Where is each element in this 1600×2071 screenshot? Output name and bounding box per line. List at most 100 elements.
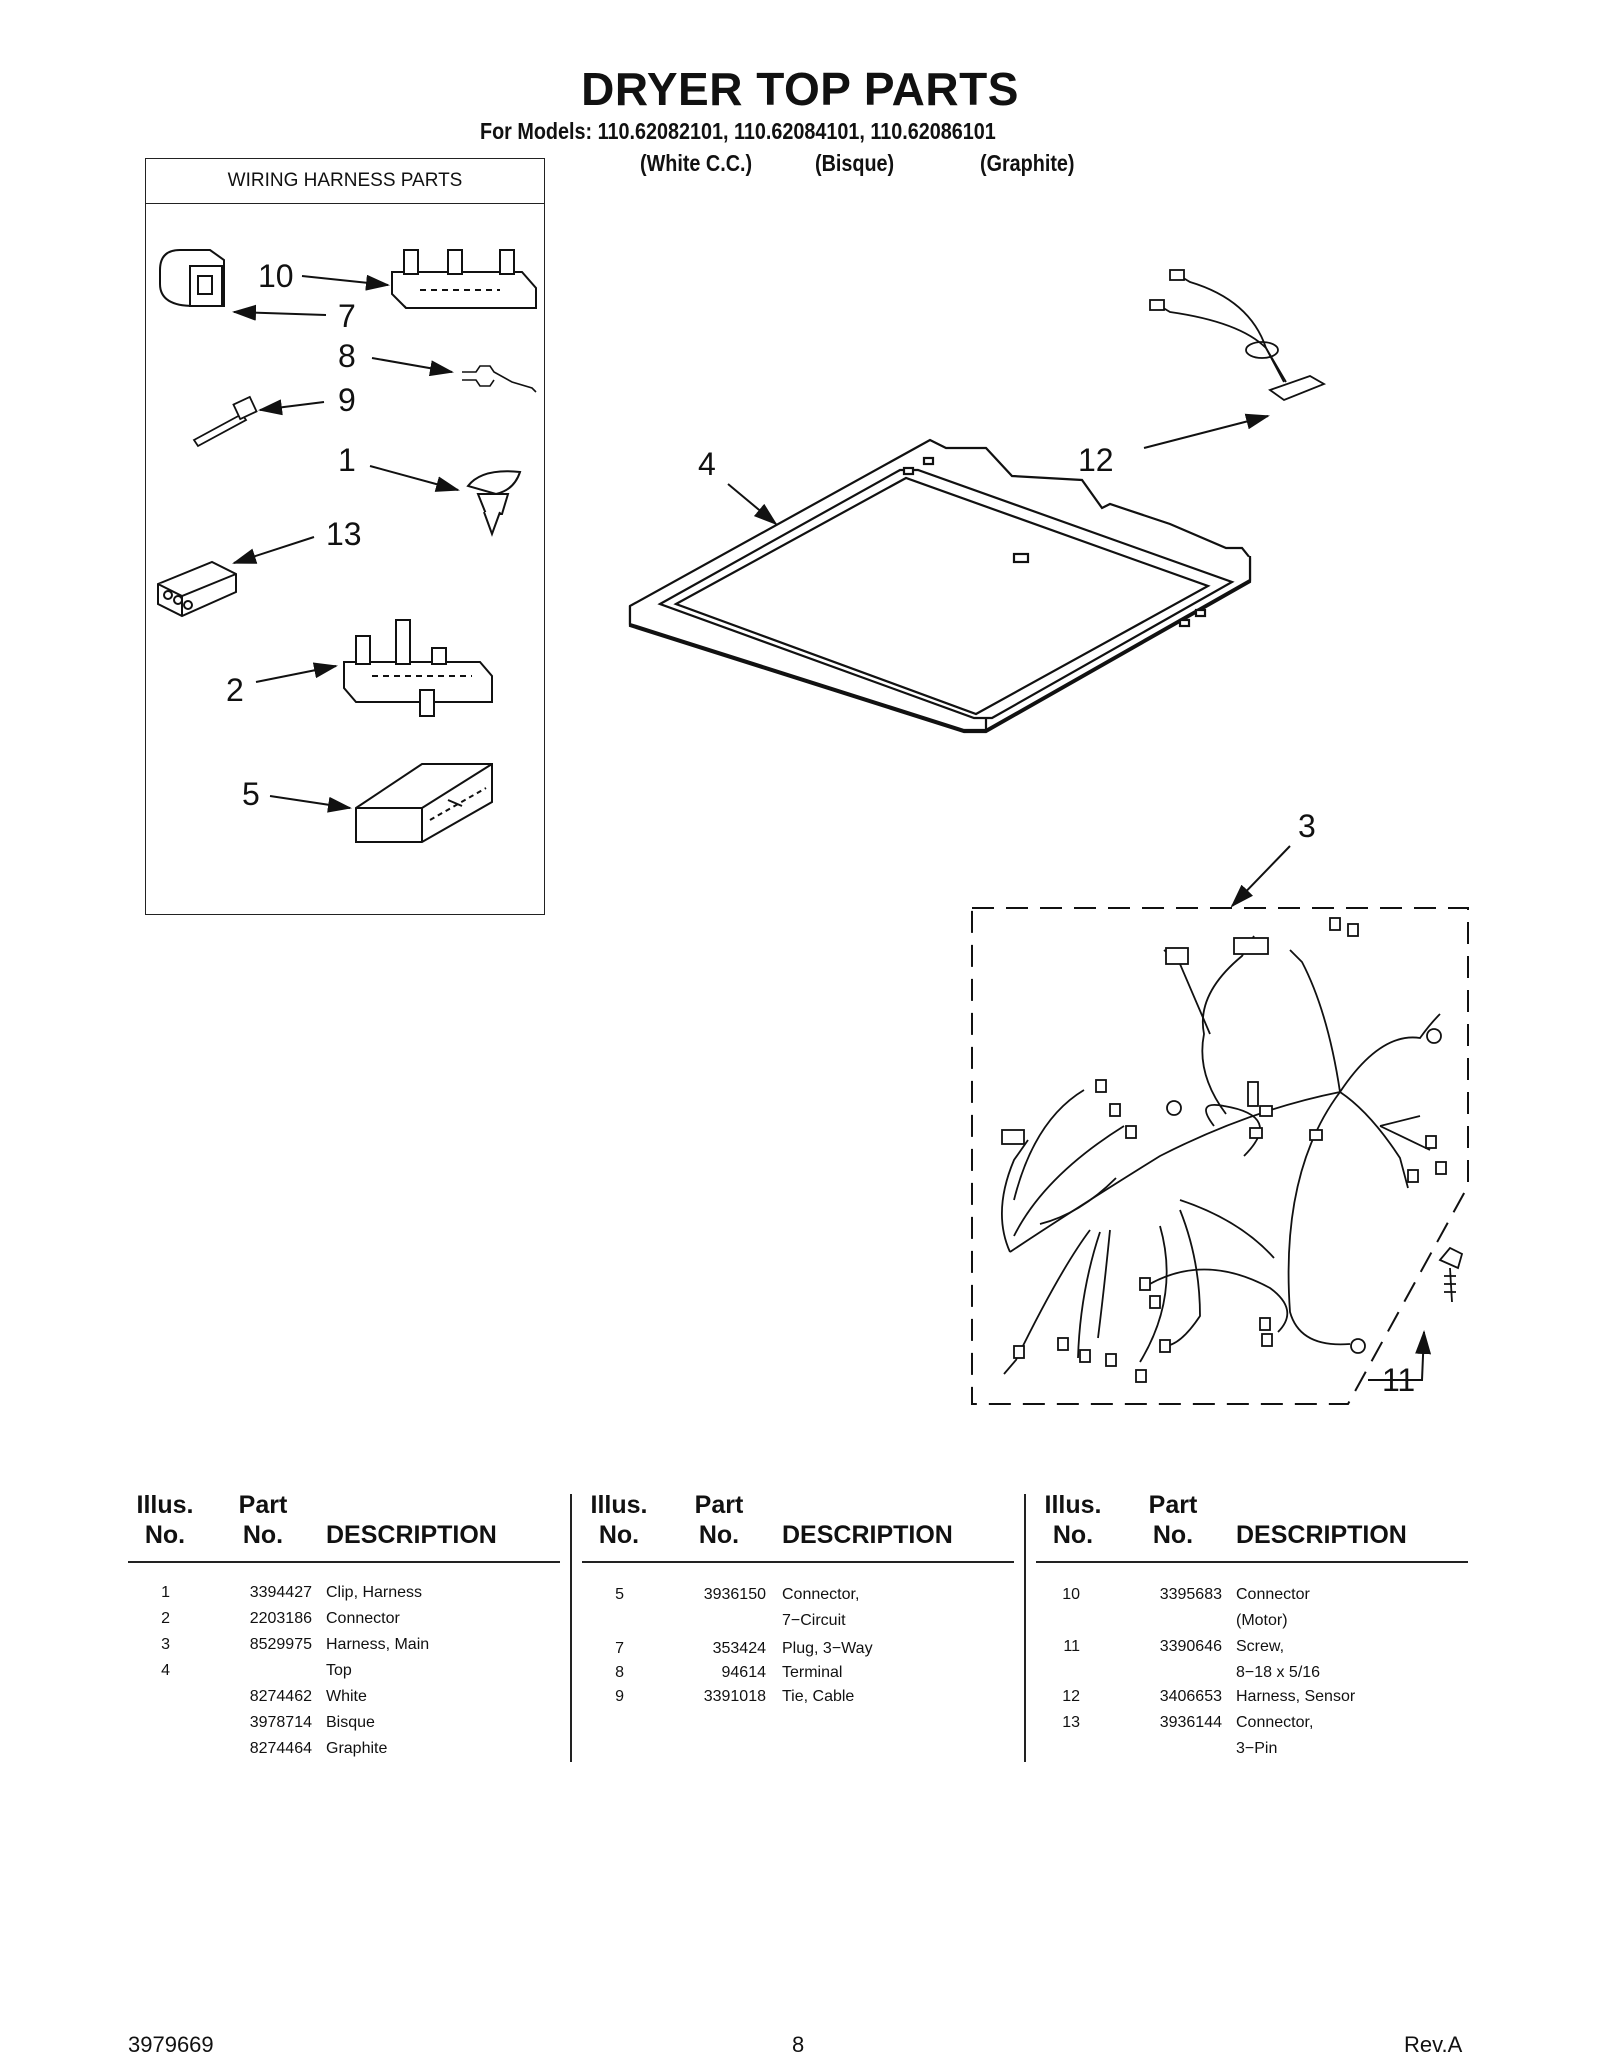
table-cell-desc: Terminal [782,1664,843,1681]
table-cell-desc: Clip, Harness [326,1584,423,1601]
clip-harness-icon [466,470,522,537]
table-cell-illus: 10 [1062,1586,1080,1603]
sensor-harness-icon [1149,269,1327,402]
callout-2: 2 [226,672,244,708]
revision: Rev.A [1404,2032,1463,2057]
parts-diagram [157,249,1469,1405]
description-header-3: DESCRIPTION [1236,1521,1407,1549]
table-cell-part: 3936144 [1159,1714,1222,1731]
models-line: For Models: 110.62082101, 110.62084101, … [480,118,996,144]
leader-11 [1368,1330,1432,1381]
table-cell-illus: 1 [161,1584,170,1601]
leader-7 [232,304,327,321]
table-cell-part: 3391018 [703,1688,766,1705]
table-cell-part: 3395683 [1159,1586,1222,1603]
callout-12: 12 [1078,442,1114,478]
leader-3 [1230,845,1291,908]
variant-bisque: (Bisque) [815,150,895,176]
terminal-icon [462,365,537,393]
connector-motor-icon [391,249,537,309]
table-cell-desc: 3−Pin [1236,1740,1278,1757]
table-cell-desc: Top [326,1662,352,1679]
main-harness-icon [1001,917,1447,1383]
page-number: 8 [792,2032,805,2057]
table-cell-illus: 12 [1062,1688,1080,1705]
callout-13: 13 [326,516,362,552]
illus-header-1: Illus.No. [136,1491,194,1549]
callout-3: 3 [1298,808,1316,844]
table-cell-desc: Connector, [1236,1714,1314,1731]
table-cell-desc: 7−Circuit [782,1612,846,1629]
table-cell-desc: Tie, Cable [782,1688,855,1705]
table-cell-part: 94614 [721,1664,767,1681]
table-cell-illus: 11 [1063,1638,1080,1655]
leader-4 [727,483,778,526]
table-cell-illus: 7 [615,1640,624,1657]
callout-8: 8 [338,338,356,374]
leader-5 [269,795,352,813]
callout-1: 1 [338,442,356,478]
connector-icon [343,619,493,717]
column-separator-2 [1024,1494,1026,1762]
table-cell-part: 3936150 [703,1586,766,1603]
table-cell-illus: 4 [161,1662,170,1679]
plug-3-way-icon [159,249,225,307]
callout-4: 4 [698,446,716,482]
callout-5: 5 [242,776,260,812]
column-separator-1 [570,1494,572,1762]
table-cell-part: 3390646 [1159,1638,1222,1655]
table-cell-part: 2203186 [249,1610,312,1627]
table-cell-illus: 2 [161,1610,170,1627]
leader-9 [258,399,325,416]
dryer-top-icon [628,438,1252,734]
doc-number: 3979669 [128,2032,214,2057]
screw-icon [1438,1246,1464,1303]
table-cell-part: 3978714 [249,1714,312,1731]
table-cell-illus: 5 [615,1586,624,1603]
table-cell-desc: Plug, 3−Way [782,1640,873,1657]
table-cell-part: 353424 [712,1640,766,1657]
description-header-1: DESCRIPTION [326,1521,497,1549]
page-title: DRYER TOP PARTS [581,63,1019,115]
table-cell-desc: Connector [326,1610,400,1627]
variant-white: (White C.C.) [640,150,753,176]
leader-13 [232,536,315,564]
illus-header-2: Illus.No. [590,1491,648,1549]
leader-8 [371,357,454,377]
header-rule-2 [582,1561,1014,1563]
description-header-2: DESCRIPTION [782,1521,953,1549]
table-cell-desc: Bisque [326,1714,375,1731]
table-cell-illus: 8 [615,1664,624,1681]
callout-9: 9 [338,382,356,418]
connector-7-circuit-icon [355,763,493,843]
cable-tie-icon [192,395,258,448]
illus-header-3: Illus.No. [1044,1491,1102,1549]
table-cell-illus: 9 [615,1688,624,1705]
header-rule-3 [1036,1561,1468,1563]
inset-title: WIRING HARNESS PARTS [146,159,544,204]
leader-10 [301,274,390,291]
connector-3-pin-icon [157,560,237,618]
table-cell-desc: Connector, [782,1586,860,1603]
table-cell-desc: 8−18 x 5/16 [1236,1664,1321,1681]
main-harness-box [971,907,1469,1405]
table-cell-desc: Harness, Main [326,1636,430,1653]
table-cell-part: 8274462 [249,1688,312,1705]
table-cell-desc: White [326,1688,367,1705]
table-cell-illus: 13 [1062,1714,1080,1731]
table-cell-part: 3406653 [1159,1688,1222,1705]
header-rule-1 [128,1561,560,1563]
leader-1 [369,465,460,492]
table-cell-part: 8274464 [249,1740,312,1757]
leader-2 [255,662,338,683]
table-cell-desc: Harness, Sensor [1236,1688,1356,1705]
leader-12 [1143,413,1270,449]
table-cell-desc: (Motor) [1236,1612,1288,1629]
callout-10: 10 [258,258,294,294]
table-cell-desc: Graphite [326,1740,388,1757]
variant-graphite: (Graphite) [980,150,1075,176]
table-cell-part: 8529975 [249,1636,312,1653]
